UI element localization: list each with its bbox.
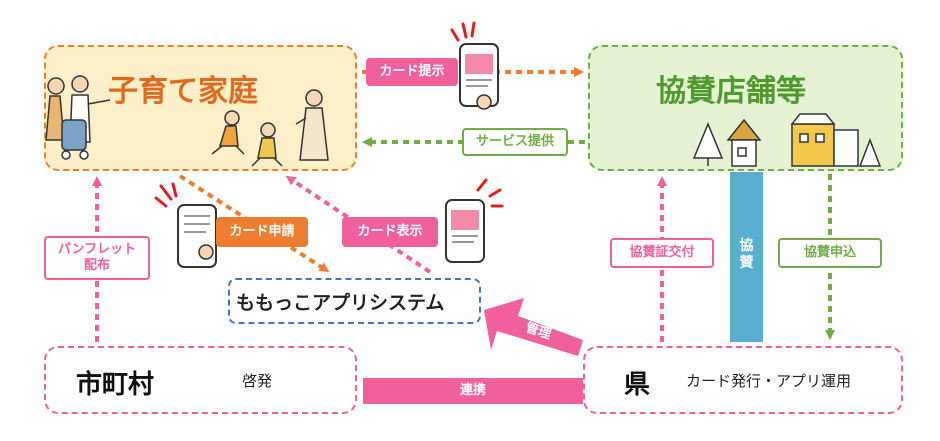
card-apply-tag: カード申請 <box>216 217 308 247</box>
sponsor-tag: 協 賛 <box>739 238 754 271</box>
manage-arrow <box>484 298 583 356</box>
prefecture-role: カード発行・アプリ運用 <box>686 372 852 390</box>
municipality-box <box>44 346 357 414</box>
family-title: 子育て家庭 <box>108 74 258 109</box>
app-system-title: ももっこアプリシステム <box>236 292 445 314</box>
service-tag: サービス提供 <box>462 128 568 156</box>
cooperate-tag: 連携 <box>459 383 486 399</box>
prefecture-box <box>583 346 903 414</box>
phone-card-present-icon <box>450 21 499 110</box>
pamphlet-tag: パンフレット 配布 <box>44 236 150 280</box>
shops-title: 協賛店舗等 <box>656 74 806 109</box>
sponsor-band <box>730 172 763 342</box>
municipality-title: 市町村 <box>76 370 155 400</box>
card-present-tag: カード提示 <box>366 58 458 86</box>
phone-card-display-icon <box>445 178 504 263</box>
phone-card-apply-icon <box>154 182 217 268</box>
card-display-tag: カード表示 <box>342 217 438 247</box>
sponsor-cert-tag: 協賛証交付 <box>610 238 714 268</box>
family-illustration <box>45 75 329 167</box>
family-box <box>44 45 357 171</box>
cooperate-band <box>363 378 583 404</box>
sponsor-apply-tag: 協賛申込 <box>778 238 882 268</box>
municipality-role: 啓発 <box>242 372 273 390</box>
card-apply-arrow <box>178 174 330 273</box>
app-system-box <box>228 278 481 324</box>
shops-illustration <box>692 113 882 167</box>
prefecture-title: 県 <box>624 370 651 400</box>
